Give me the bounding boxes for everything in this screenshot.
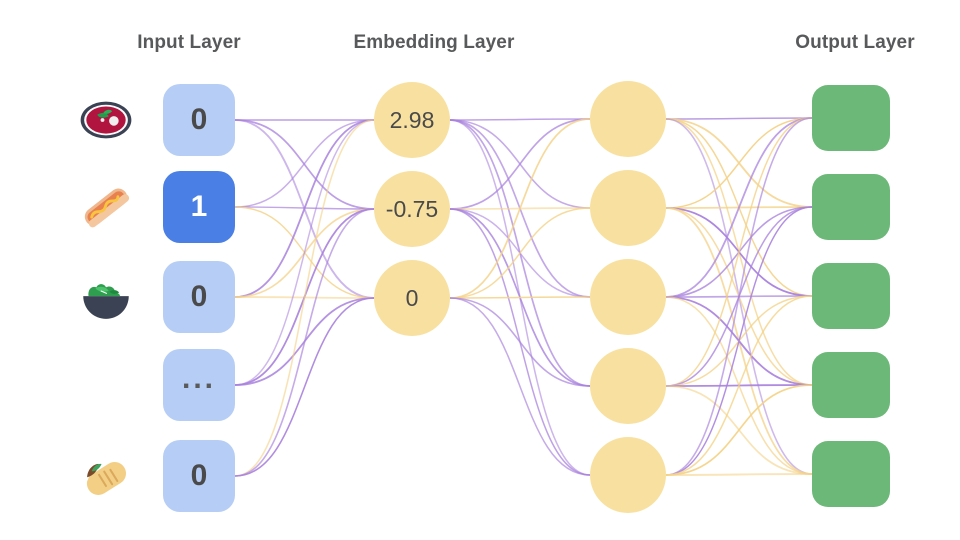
edge	[665, 117, 813, 387]
layer-title-input: Input Layer	[137, 32, 241, 53]
edge	[665, 206, 813, 298]
edge	[665, 207, 813, 297]
edge	[449, 296, 591, 299]
edge	[665, 296, 813, 475]
edge	[449, 119, 591, 209]
hidden-node-5[interactable]	[590, 437, 666, 513]
edge	[234, 208, 375, 386]
edge	[234, 119, 375, 208]
layer-title-output: Output Layer	[795, 32, 915, 53]
edge	[665, 118, 813, 386]
hidden-node-2[interactable]	[590, 170, 666, 246]
edge	[234, 119, 375, 298]
edge	[234, 119, 375, 477]
edge	[665, 207, 813, 475]
edge	[665, 295, 813, 298]
edge	[234, 206, 375, 299]
edge	[665, 118, 813, 297]
embedding-node-value: -0.75	[385, 195, 439, 222]
layer-title-embedding: Embedding Layer	[353, 32, 515, 53]
green-salad-icon	[78, 269, 134, 325]
edge	[234, 208, 375, 477]
edge	[665, 206, 813, 476]
edge	[234, 206, 375, 210]
input-node-4[interactable]: ...	[163, 349, 235, 421]
output-node-5[interactable]	[812, 441, 890, 507]
edge	[665, 117, 813, 120]
edge	[665, 385, 813, 475]
embedding-node-value: 0	[405, 284, 419, 311]
output-node-3[interactable]	[812, 263, 890, 329]
input-node-value: 0	[190, 103, 208, 136]
output-node-1[interactable]	[812, 85, 890, 151]
edge	[665, 384, 813, 387]
output-node-4[interactable]	[812, 352, 890, 418]
input-node-2[interactable]: 1	[163, 171, 235, 243]
embedding-node-value: 2.98	[389, 106, 435, 133]
edge	[449, 118, 591, 299]
hidden-node-1[interactable]	[590, 81, 666, 157]
edge	[449, 207, 591, 299]
edge	[449, 118, 591, 210]
input-node-value: 1	[190, 190, 208, 223]
input-node-3[interactable]: 0	[163, 261, 235, 333]
bowl-of-borscht-icon	[78, 92, 134, 148]
edge	[665, 384, 813, 476]
embedding-node-1[interactable]: 2.98	[374, 82, 450, 158]
edge	[665, 206, 813, 209]
edge	[665, 206, 813, 387]
hidden-node-3[interactable]	[590, 259, 666, 335]
edge	[449, 297, 591, 387]
input-node-value: ...	[181, 362, 216, 395]
hidden-node-4[interactable]	[590, 348, 666, 424]
edge	[665, 117, 813, 476]
burrito-icon	[78, 448, 134, 504]
edge	[234, 119, 375, 386]
edge	[665, 295, 813, 387]
edge	[665, 117, 813, 298]
input-node-5[interactable]: 0	[163, 440, 235, 512]
edge	[449, 118, 591, 121]
edge	[449, 119, 591, 387]
edge	[665, 473, 813, 476]
edge	[234, 296, 375, 299]
embedding-node-3[interactable]: 0	[374, 260, 450, 336]
edge	[234, 119, 375, 299]
edge	[665, 207, 813, 386]
edge	[665, 117, 813, 209]
edge	[665, 295, 813, 476]
hot-dog-icon	[78, 179, 134, 235]
edge	[449, 207, 591, 210]
edge	[449, 208, 591, 387]
edge	[234, 119, 375, 210]
input-node-1[interactable]: 0	[163, 84, 235, 156]
edge	[234, 297, 375, 477]
edge	[665, 296, 813, 386]
edge	[449, 208, 591, 298]
output-node-2[interactable]	[812, 174, 890, 240]
edge	[449, 208, 591, 476]
edge	[449, 119, 591, 476]
embedding-node-2[interactable]: -0.75	[374, 171, 450, 247]
edge	[234, 297, 375, 386]
edge	[665, 118, 813, 475]
input-node-value: 0	[190, 459, 208, 492]
edge	[234, 208, 375, 298]
edge	[665, 118, 813, 208]
edge	[449, 297, 591, 476]
input-node-value: 0	[190, 280, 208, 313]
edge	[449, 119, 591, 298]
